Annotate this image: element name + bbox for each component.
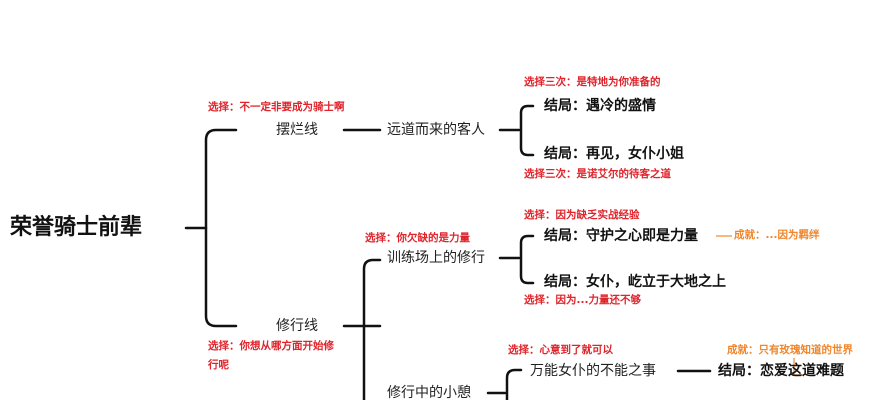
grandchild-node: 万能女仆的不能之事 bbox=[530, 363, 656, 379]
grandchild-ending: 结局：恋爱这道难题 bbox=[718, 363, 844, 379]
b2-child1-bracket bbox=[519, 234, 535, 285]
b2-child1-ending-2: 结局：女仆，屹立于大地之上 bbox=[544, 274, 726, 290]
b1-node: 摆烂线 bbox=[276, 122, 318, 138]
b1-ending-2: 结局：再见，女仆小姐 bbox=[544, 146, 684, 162]
b2-choice-note-line1: 选择：你想从哪方面开始修 bbox=[208, 340, 334, 352]
b2-child1-note-bottom: 选择：因为...力量还不够 bbox=[524, 294, 641, 306]
b2-choice-note-line2: 行呢 bbox=[208, 359, 229, 371]
b1-child-note-bottom: 选择三次：是诺艾尔的待客之道 bbox=[524, 168, 671, 180]
b2-node: 修行线 bbox=[276, 318, 318, 334]
grandchild-achievement: 成就：只有玫瑰知道的世界 bbox=[727, 344, 853, 356]
b2-bracket bbox=[362, 258, 382, 400]
b1-choice-note: 选择：不一定非要成为骑士啊 bbox=[208, 101, 345, 113]
main-bracket bbox=[204, 128, 238, 328]
b2-child1-ending-1: 结局：守护之心即是力量 bbox=[544, 228, 698, 244]
grandchild-note: 选择：心意到了就可以 bbox=[508, 344, 613, 356]
b1-child-node: 远道而来的客人 bbox=[387, 122, 485, 138]
b2-child2-bracket bbox=[505, 368, 523, 400]
b2-child1-note: 选择：你欠缺的是力量 bbox=[365, 232, 470, 244]
b1-child-bracket bbox=[519, 104, 535, 157]
b2-child2-node: 修行中的小憩 bbox=[387, 385, 471, 400]
root-node: 荣誉骑士前辈 bbox=[10, 215, 143, 240]
achievement-connector-2 bbox=[793, 358, 803, 376]
b1-child-note-top: 选择三次：是特地为你准备的 bbox=[524, 76, 661, 88]
b2-child1-node: 训练场上的修行 bbox=[387, 250, 485, 266]
b2-child1-achievement: 成就：...因为羁绊 bbox=[734, 229, 820, 241]
b2-child1-note-top: 选择：因为缺乏实战经验 bbox=[524, 209, 640, 221]
b1-ending-1: 结局：遇冷的盛情 bbox=[544, 98, 656, 114]
